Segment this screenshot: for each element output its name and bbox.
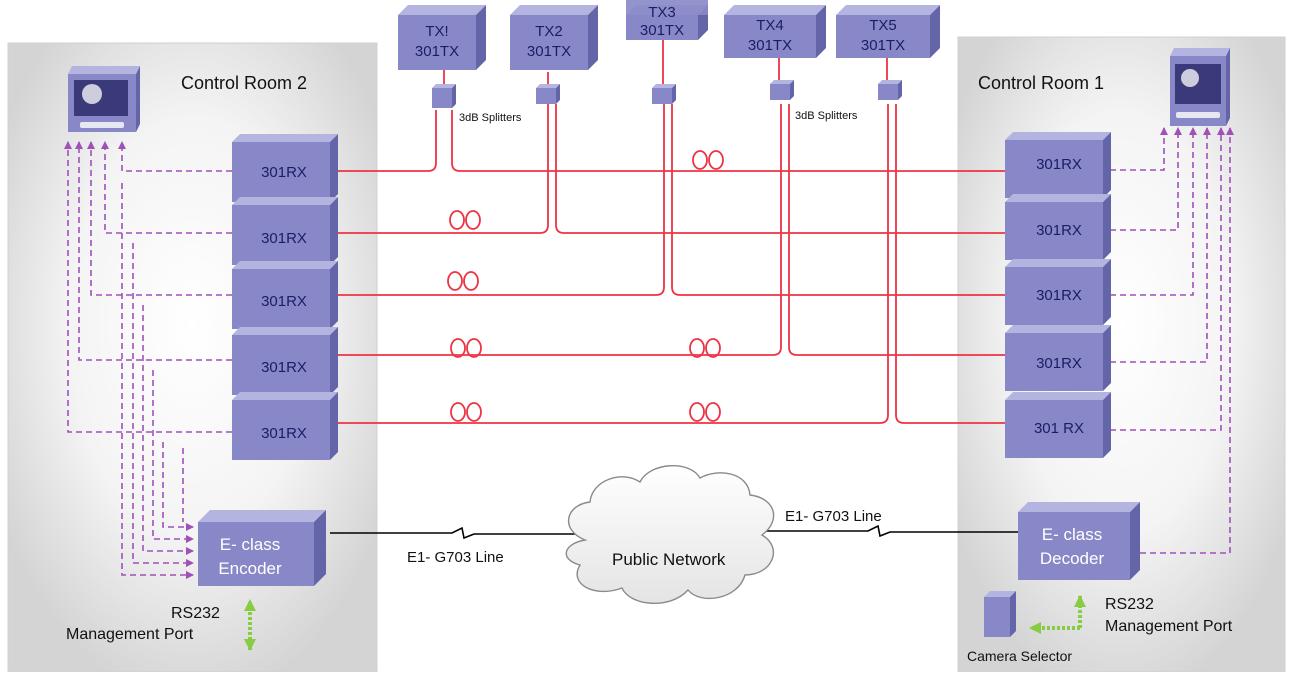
tx-1-model: 301TX	[415, 43, 459, 60]
public-network-cloud	[565, 465, 775, 604]
tx-box-1: TX! 301TX	[398, 5, 486, 70]
left-receiver-1-label: 301RX	[261, 164, 307, 181]
e1-line-label-left: E1- G703 Line	[407, 549, 504, 566]
splitter-icon	[770, 80, 794, 100]
decoder-label-line1: E- class	[1042, 525, 1102, 544]
right-receiver-4-label: 301RX	[1036, 355, 1082, 372]
monitor-left-icon	[68, 66, 140, 132]
tx-box-5: TX5 301TX	[836, 5, 940, 58]
coil-icon	[447, 271, 463, 291]
video-lines-right	[1110, 127, 1234, 554]
splitters	[432, 80, 902, 108]
coil-icon	[705, 338, 721, 358]
control-room-1-title: Control Room 1	[978, 73, 1104, 93]
right-receiver-3: 301RX	[1005, 259, 1111, 325]
decoder-label-line2: Decoder	[1040, 549, 1105, 568]
fiber-lines	[330, 40, 1005, 424]
tx-4-name: TX4	[756, 17, 784, 34]
coil-icon	[466, 338, 482, 358]
right-receiver-5: 301 RX	[1005, 392, 1111, 458]
rs232-arrow-right	[1029, 595, 1086, 634]
left-receiver-3: 301RX	[232, 261, 338, 329]
fiber-coils	[447, 150, 724, 422]
left-receiver-3-label: 301RX	[261, 293, 307, 310]
rs232-left-line2: Management Port	[66, 626, 194, 643]
coil-icon	[465, 210, 481, 230]
left-receiver-2-label: 301RX	[261, 230, 307, 247]
left-receiver-4-label: 301RX	[261, 359, 307, 376]
left-receiver-5: 301RX	[232, 392, 338, 460]
right-receiver-4: 301RX	[1005, 325, 1111, 391]
tx-3-name: TX3	[648, 4, 676, 21]
right-receiver-5-label: 301 RX	[1034, 420, 1084, 437]
monitor-right-icon	[1170, 48, 1230, 126]
coil-icon	[450, 402, 466, 422]
left-receiver-1: 301RX	[232, 134, 338, 202]
coil-icon	[692, 150, 708, 170]
e1-link-right	[754, 524, 1018, 538]
right-receiver-2: 301RX	[1005, 194, 1111, 260]
coil-icon	[449, 210, 465, 230]
right-receiver-3-label: 301RX	[1036, 287, 1082, 304]
splitter-label-right: 3dB Splitters	[795, 110, 858, 122]
tx-5-model: 301TX	[861, 37, 905, 54]
tx-box-3: TX3 301TX	[626, 0, 708, 40]
tx-3-model: 301TX	[640, 22, 684, 39]
right-receiver-1-label: 301RX	[1036, 156, 1082, 173]
e1-line-label-right: E1- G703 Line	[785, 508, 882, 525]
camera-selector-box	[984, 591, 1016, 637]
splitter-label-left: 3dB Splitters	[459, 112, 522, 124]
coil-icon	[705, 402, 721, 422]
coil-icon	[466, 402, 482, 422]
encoder-label-line1: E- class	[220, 535, 280, 554]
rs232-left-line1: RS232	[171, 605, 220, 622]
video-lines-left	[64, 141, 232, 579]
tx-5-name: TX5	[869, 17, 897, 34]
coil-icon	[450, 338, 466, 358]
public-network-label: Public Network	[612, 550, 726, 569]
coil-icon	[689, 402, 705, 422]
right-receiver-1: 301RX	[1005, 132, 1111, 198]
coil-icon	[689, 338, 705, 358]
control-room-2-title: Control Room 2	[181, 73, 307, 93]
splitter-icon	[432, 84, 456, 108]
tx-2-name: TX2	[535, 23, 563, 40]
tx-2-model: 301TX	[527, 43, 571, 60]
encoder-box: E- class Encoder	[198, 510, 326, 586]
rs232-right-line1: RS232	[1105, 596, 1154, 613]
tx-box-2: TX2 301TX	[510, 5, 598, 70]
rs232-right-line2: Management Port	[1105, 618, 1233, 635]
coil-icon	[708, 150, 724, 170]
encoder-label-line2: Encoder	[218, 559, 282, 578]
splitter-icon	[878, 80, 902, 100]
e1-link-left	[330, 526, 583, 540]
decoder-box: E- class Decoder	[1018, 502, 1140, 580]
tx-1-name: TX!	[425, 23, 448, 40]
tx-4-model: 301TX	[748, 37, 792, 54]
left-receiver-2: 301RX	[232, 197, 338, 265]
tx-box-4: TX4 301TX	[724, 5, 826, 58]
camera-selector-label: Camera Selector	[967, 648, 1072, 664]
left-receiver-4: 301RX	[232, 327, 338, 395]
right-receiver-2-label: 301RX	[1036, 222, 1082, 239]
splitter-icon	[652, 84, 676, 104]
splitter-icon	[536, 84, 560, 104]
left-receiver-5-label: 301RX	[261, 425, 307, 442]
coil-icon	[463, 271, 479, 291]
